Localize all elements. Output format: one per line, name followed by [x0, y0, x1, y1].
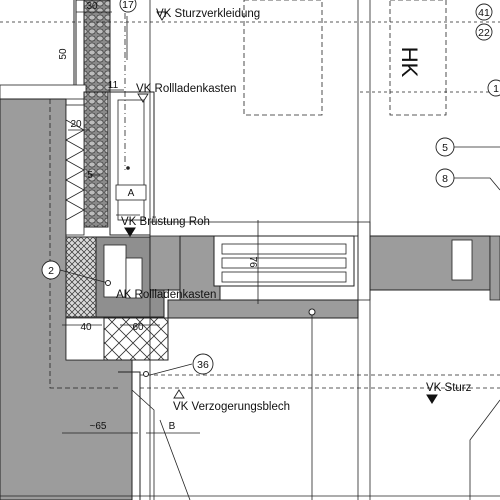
callout-c22: 22	[475, 23, 493, 41]
rollladenkasten	[109, 0, 155, 236]
callout-5-text: 5	[442, 142, 448, 154]
dim-5: 5	[87, 170, 93, 181]
callout-c2: 2	[41, 260, 61, 280]
callout-c5: 5	[435, 137, 455, 157]
insulation-column	[65, 91, 109, 236]
hk-label: HK	[397, 47, 422, 78]
callout-c41: 41	[475, 3, 493, 21]
dim-20: 20	[70, 119, 82, 130]
label-vk-rollladenkasten: VK Rollladenkasten	[136, 83, 236, 95]
dimension-lines	[62, 11, 259, 434]
dim-B: B	[169, 421, 176, 432]
dim-40: 40	[80, 322, 92, 333]
dim-76: 76	[247, 256, 258, 268]
dim-30: 30	[86, 1, 98, 12]
callout-c17: 17	[119, 0, 137, 13]
callout-c36: 36	[192, 353, 214, 375]
callout-1-text: 1	[493, 83, 499, 95]
callout-2-text: 2	[48, 265, 54, 277]
dim-65: ~65	[90, 421, 107, 432]
dim-11: 11	[108, 80, 119, 91]
callout-leaders	[59, 16, 500, 376]
dim-60: 60	[132, 322, 144, 333]
label-ak-rollladenkasten: AK Rollladenkasten	[116, 289, 216, 301]
level-markers	[105, 11, 438, 404]
dim-A: A	[128, 188, 135, 199]
callout-22-text: 22	[478, 27, 490, 39]
callout-36-text: 36	[197, 359, 209, 371]
callout-41-text: 41	[478, 7, 490, 19]
dim-50: 50	[58, 48, 69, 60]
label-vk-verzogerungsblech: VK Verzogerungsblech	[173, 401, 290, 413]
callout-c8: 8	[435, 168, 455, 188]
callout-c1: 1	[487, 79, 500, 97]
label-vk-bruestung-roh: VK Brüstung Roh	[121, 216, 210, 228]
label-vk-sturzverkleidung: VK Sturzverkleidung	[156, 8, 260, 20]
window-frame	[149, 221, 500, 301]
label-vk-sturz: VK Sturz	[426, 382, 472, 394]
callout-8-text: 8	[442, 173, 448, 185]
callout-17-text: 17	[122, 0, 134, 11]
wall-upper	[0, 0, 111, 100]
